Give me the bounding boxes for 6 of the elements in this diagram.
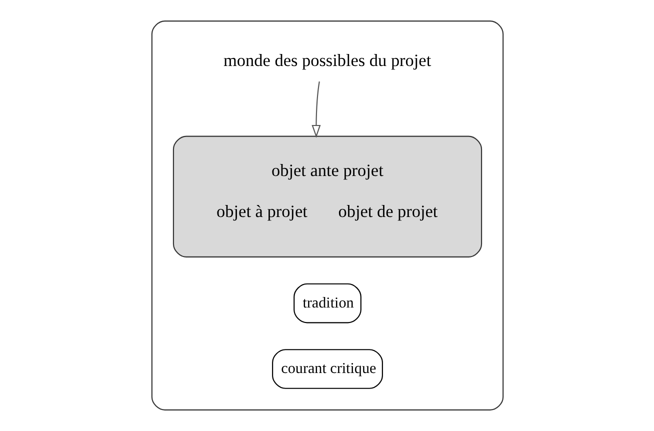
node-box: objet ante projet objet à projet objet de projet	[172, 136, 482, 258]
node-box: courant critique	[272, 349, 382, 389]
node-box: tradition	[293, 283, 361, 324]
cluster	[150, 20, 504, 410]
node-text: monde des possibles du projet	[223, 51, 431, 70]
arrow	[311, 81, 320, 138]
